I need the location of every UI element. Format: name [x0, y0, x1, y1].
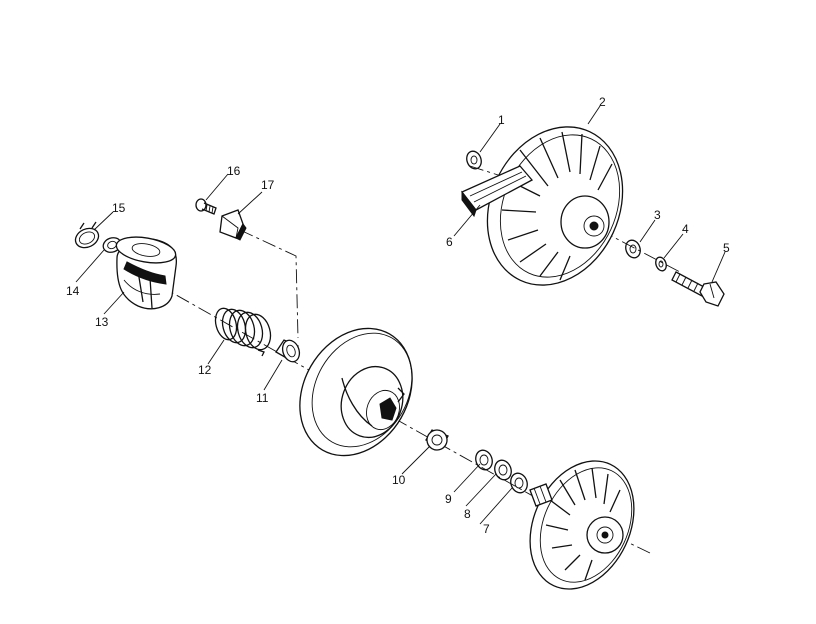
- bolt-part: [671, 271, 725, 307]
- washer-4-part: [655, 256, 667, 272]
- callout-3: 3: [654, 208, 661, 222]
- leader-lines: [75, 105, 726, 525]
- callout-9: 9: [445, 492, 452, 506]
- washer-7-part: [510, 472, 528, 494]
- callout-17: 17: [261, 178, 275, 192]
- washer-3-part: [625, 239, 641, 259]
- callout-6: 6: [446, 235, 453, 249]
- circlip-part: [74, 221, 100, 249]
- bushing-part: [275, 339, 301, 363]
- callout-1: 1: [498, 113, 505, 127]
- clutch-assembly: [486, 126, 624, 286]
- callout-12: 12: [198, 363, 212, 377]
- callout-5: 5: [723, 241, 730, 255]
- callout-7: 7: [483, 522, 490, 536]
- callout-14: 14: [66, 284, 80, 298]
- callout-8: 8: [464, 507, 471, 521]
- callout-labels: 1 2 3 4 5 6 7 8 9 10 11 12 13 14 15 16 1…: [66, 95, 730, 536]
- cam-part: [115, 236, 178, 310]
- callout-13: 13: [95, 315, 109, 329]
- callout-11: 11: [256, 391, 269, 405]
- screw-part: [195, 198, 217, 215]
- shoe-part: [219, 209, 247, 241]
- belt-part: [460, 165, 534, 218]
- washer-9-part: [475, 449, 493, 471]
- callout-15: 15: [112, 201, 126, 215]
- callout-4: 4: [682, 222, 689, 236]
- moveable-sheave: [299, 327, 413, 457]
- callout-2: 2: [599, 95, 606, 109]
- sleeve-part: [425, 429, 449, 451]
- washer-1-part: [466, 150, 482, 170]
- callout-10: 10: [392, 473, 406, 487]
- spring-part: [214, 307, 272, 357]
- stationary-sheave: [529, 460, 635, 590]
- callout-16: 16: [227, 164, 241, 178]
- washer-8-part: [494, 459, 512, 481]
